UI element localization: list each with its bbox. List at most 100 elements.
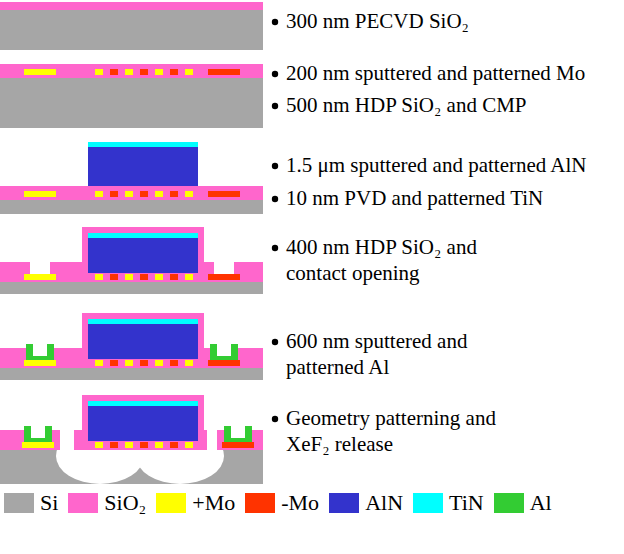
minus-mo-electrode [170, 442, 178, 448]
minus-mo-electrode [140, 69, 148, 75]
si-substrate [0, 368, 263, 380]
aln-layer [88, 238, 198, 273]
tin-layer [88, 319, 198, 324]
plus-mo-electrode [185, 274, 193, 280]
bullet [272, 416, 278, 422]
legend-item: TiN [413, 490, 494, 516]
process-step-label: 600 nm sputtered and patterned Al [286, 328, 496, 380]
process-step-label: 1.5 μm sputtered and patterned AlN [286, 152, 616, 178]
plus-mo-electrode [125, 274, 133, 280]
minus-mo-electrode [110, 191, 118, 197]
legend-item: Si [4, 490, 68, 516]
minus-mo-pad [208, 274, 240, 280]
si-substrate [0, 10, 263, 50]
bullet [272, 163, 278, 169]
step-6 [0, 395, 263, 484]
legend-item: AlN [329, 490, 413, 516]
process-step-label: Geometry patterning and XeF₂ release [286, 405, 541, 457]
al-recess [31, 426, 45, 438]
tin-layer [88, 233, 198, 238]
oxide-layer [0, 186, 263, 200]
release-trench [60, 430, 74, 452]
minus-mo-electrode [110, 69, 118, 75]
si-substrate [0, 282, 263, 294]
minus-mo-electrode [140, 442, 148, 448]
release-trench [207, 430, 217, 452]
process-step-label: 400 nm HDP SiO₂ and contact opening [286, 234, 516, 286]
legend-text: TiN [449, 490, 484, 516]
process-step-label: 500 nm HDP SiO₂ and CMP [286, 92, 616, 118]
legend-item: -Mo [245, 490, 329, 516]
legend-text: Si [40, 490, 58, 516]
legend-text: SiO₂ [104, 490, 146, 516]
step-1 [0, 2, 263, 50]
plus-mo-pad [22, 442, 54, 448]
step-3 [0, 142, 263, 214]
plus-mo-pad [24, 274, 56, 280]
plus-mo-electrode [185, 69, 193, 75]
bullet [272, 103, 278, 109]
al-recess [231, 426, 245, 438]
plus-mo-electrode [185, 442, 193, 448]
legend-item: +Mo [156, 490, 245, 516]
plus-mo-electrode [155, 69, 163, 75]
legend-text: Al [530, 490, 552, 516]
minus-mo-pad [208, 69, 240, 75]
contact-opening [214, 262, 234, 274]
plus-mo-electrode [155, 360, 163, 366]
minus-mo-electrode [170, 274, 178, 280]
process-step-label: 300 nm PECVD SiO₂ [286, 8, 616, 34]
plus-mo-electrode [125, 442, 133, 448]
al-contact [224, 426, 252, 442]
al-recess [217, 344, 231, 356]
plus-mo-electrode [95, 274, 103, 280]
plus-mo-electrode [185, 191, 193, 197]
plus-mo-electrode [125, 191, 133, 197]
minus-mo-pad [222, 442, 254, 448]
step-2 [0, 64, 263, 128]
process-step-label: 10 nm PVD and patterned TiN [286, 185, 616, 211]
tin-layer [88, 401, 198, 406]
al-contact [26, 344, 54, 360]
plus-mo-electrode [125, 69, 133, 75]
legend-swatch [413, 493, 443, 513]
legend-swatch [494, 493, 524, 513]
minus-mo-electrode [170, 191, 178, 197]
plus-mo-pad [24, 69, 56, 75]
minus-mo-electrode [170, 69, 178, 75]
process-step-label: 200 nm sputtered and patterned Mo [286, 60, 616, 86]
minus-mo-electrode [140, 191, 148, 197]
minus-mo-electrode [140, 274, 148, 280]
bullet [272, 339, 278, 345]
si-substrate [0, 200, 263, 214]
oxide-layer [0, 64, 263, 78]
minus-mo-pad [208, 191, 240, 197]
minus-mo-electrode [110, 360, 118, 366]
legend-text: AlN [365, 490, 403, 516]
plus-mo-pad [24, 191, 56, 197]
minus-mo-electrode [110, 442, 118, 448]
legend-swatch [156, 493, 186, 513]
plus-mo-pad [24, 360, 56, 366]
plus-mo-electrode [155, 274, 163, 280]
plus-mo-electrode [155, 191, 163, 197]
bullet [272, 245, 278, 251]
step-4 [0, 227, 263, 294]
al-contact [24, 426, 52, 442]
contact-opening [30, 262, 50, 274]
legend-item: SiO₂ [68, 490, 156, 516]
minus-mo-electrode [110, 274, 118, 280]
aln-layer [88, 147, 198, 186]
si-substrate [0, 78, 263, 128]
legend-swatch [329, 493, 359, 513]
plus-mo-electrode [95, 360, 103, 366]
legend: Si SiO₂ +Mo-Mo AlN TiN Al [4, 490, 562, 516]
legend-item: Al [494, 490, 562, 516]
plus-mo-electrode [185, 360, 193, 366]
bullet [272, 19, 278, 25]
step-5 [0, 313, 263, 380]
minus-mo-electrode [170, 360, 178, 366]
al-contact [210, 344, 238, 360]
plus-mo-electrode [95, 69, 103, 75]
aln-layer [88, 324, 198, 359]
